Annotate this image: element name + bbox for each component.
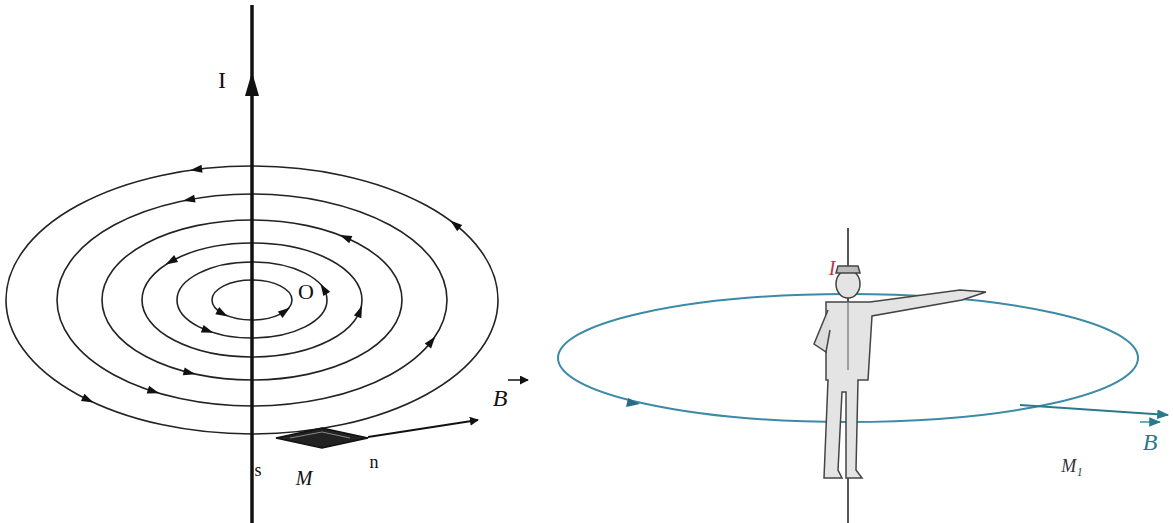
person-figure <box>814 266 986 478</box>
needle-hatch <box>290 432 350 438</box>
current-label: I <box>829 258 836 278</box>
pole-label: n <box>370 453 379 471</box>
needle-label: M <box>296 468 313 488</box>
point-label: O <box>298 281 314 303</box>
field-label: B <box>493 386 508 410</box>
field-arrow <box>166 255 178 264</box>
field-arrow <box>321 284 331 296</box>
field-arrow <box>147 386 160 394</box>
field-arrow <box>425 337 436 349</box>
point-label: M₁ <box>1061 457 1082 475</box>
field-arrow <box>201 325 214 333</box>
field-arrow <box>81 394 94 403</box>
field-arrow <box>278 308 290 318</box>
field-arrow <box>354 306 362 319</box>
field-arrow <box>183 195 196 203</box>
field-arrow <box>183 367 196 375</box>
field-arrow <box>626 398 640 407</box>
field-arrow <box>215 307 227 316</box>
field-vector <box>368 420 478 437</box>
current-arrow <box>245 72 259 96</box>
vector-sign <box>1140 421 1160 422</box>
pole-label: s <box>254 461 261 479</box>
field-vector <box>1020 405 1168 415</box>
field-label: B <box>1143 430 1158 454</box>
field-arrows <box>81 165 462 403</box>
current-label: I <box>218 68 226 92</box>
vector-sign <box>508 379 528 381</box>
field-arrow <box>450 221 462 232</box>
compass-needle <box>276 428 368 448</box>
field-arrow <box>340 235 353 243</box>
field-arrow <box>190 165 202 173</box>
